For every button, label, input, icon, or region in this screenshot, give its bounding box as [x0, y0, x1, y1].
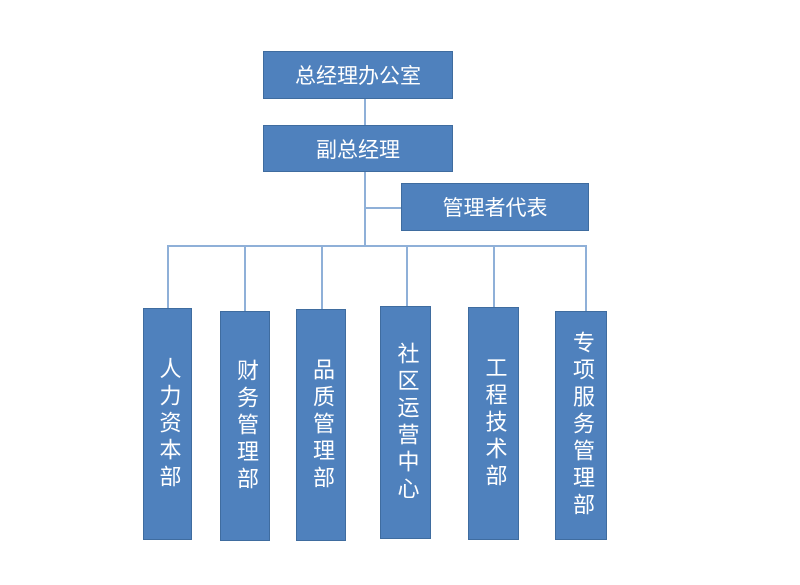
top-office-box: 总经理办公室 [263, 51, 453, 99]
department-box-community: 社区运营中心 [380, 306, 431, 539]
connector-department-bar [167, 245, 587, 247]
management-rep-box: 管理者代表 [401, 183, 589, 231]
department-box-hr: 人力资本部 [143, 308, 192, 540]
deputy-gm-box: 副总经理 [263, 125, 453, 172]
connector-rep-branch [364, 207, 402, 209]
department-box-finance: 财务管理部 [220, 311, 270, 541]
connector-drop-1 [167, 245, 169, 308]
connector-drop-3 [321, 245, 323, 309]
connector-drop-4 [406, 245, 408, 306]
connector-drop-5 [493, 245, 495, 307]
department-box-special-services: 专项服务管理部 [555, 311, 607, 540]
department-box-quality: 品质管理部 [296, 309, 346, 541]
connector-trunk [364, 172, 366, 246]
department-box-engineering: 工程技术部 [468, 307, 519, 540]
connector-top-to-deputy [364, 99, 366, 125]
connector-drop-6 [585, 245, 587, 311]
connector-drop-2 [244, 245, 246, 311]
